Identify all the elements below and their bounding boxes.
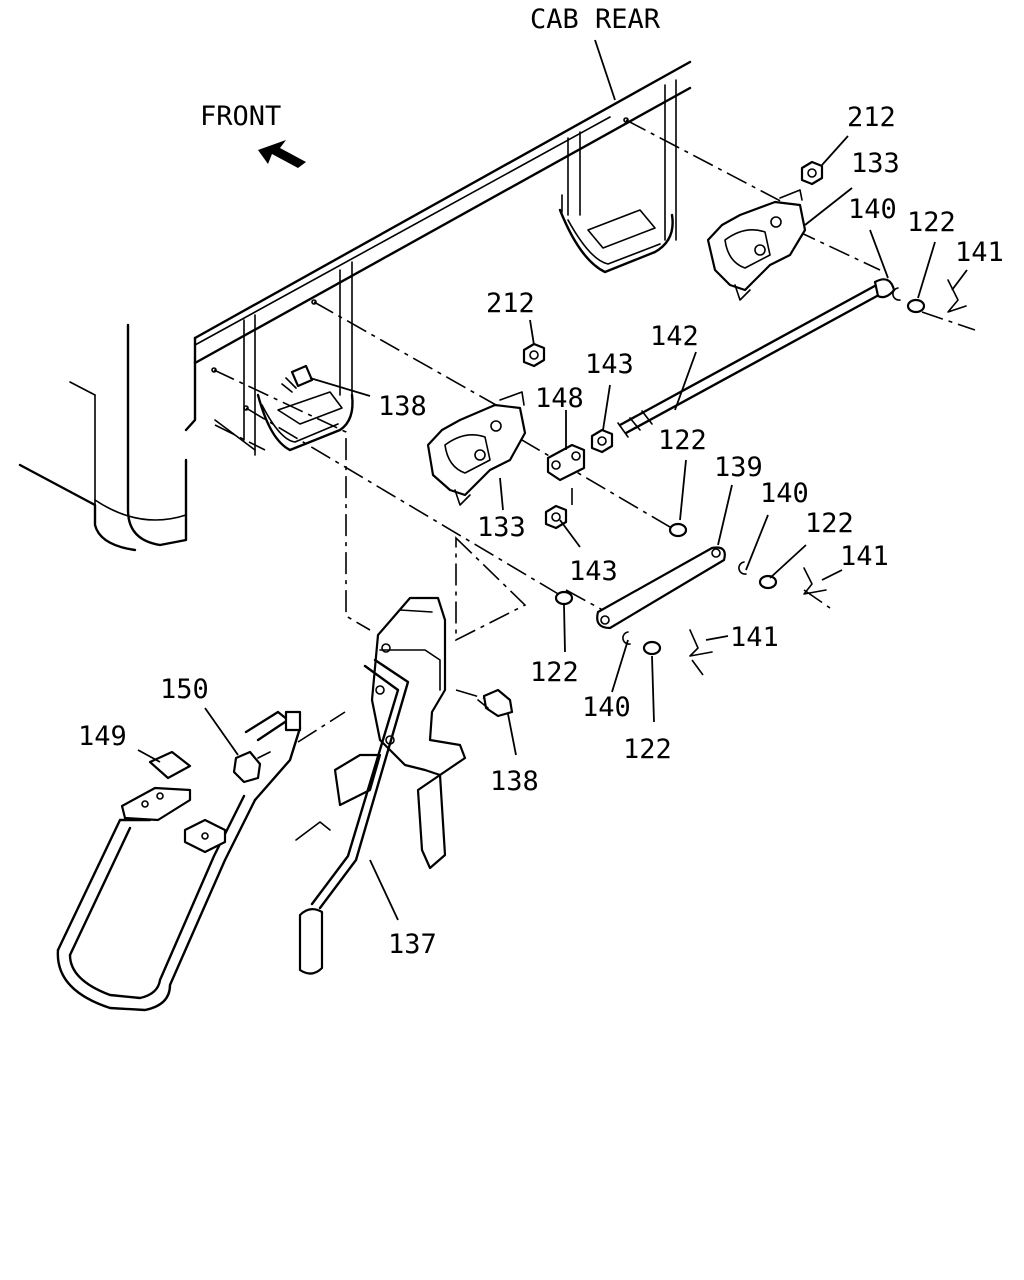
callout-212-lower: 212 [486,288,535,319]
cab-rear-frame [18,60,692,552]
callout-140-upper: 140 [848,194,897,225]
bracket-148 [546,443,586,482]
callout-122-lower-b: 122 [623,734,672,765]
front-label: FRONT [200,101,281,132]
leader-lines [137,39,968,921]
callout-148: 148 [535,383,584,414]
callout-142: 142 [650,321,699,352]
latch-upper [706,189,807,301]
bolt-138-upper [281,364,314,393]
callout-122-lower-a: 122 [530,657,579,688]
rod-142 [617,278,896,438]
link-139 [596,546,726,630]
callout-141-lower: 141 [730,622,779,653]
callout-133-lower: 133 [477,512,526,543]
callout-122-mid-b: 122 [805,508,854,539]
hardware-small-parts [554,279,967,657]
nut-212-upper [800,160,824,186]
bolt-138-lower [477,688,514,718]
callout-122-upper: 122 [907,207,956,238]
callout-149: 149 [78,721,127,752]
callout-137: 137 [388,929,437,960]
cab-rear-label: CAB REAR [530,4,661,35]
callout-212-upper: 212 [847,102,896,133]
handle-149 [56,710,302,1012]
callout-141-mid: 141 [840,541,889,572]
latch-lower [426,391,527,506]
callout-138-upper: 138 [378,391,427,422]
lever-137 [295,596,467,975]
callout-143-upper: 143 [585,349,634,380]
callout-143-lower: 143 [569,556,618,587]
callout-138-lower: 138 [490,766,539,797]
bolt-150 [232,750,271,784]
callout-140-mid: 140 [760,478,809,509]
front-arrow-icon [258,140,306,168]
callout-150: 150 [160,674,209,705]
callout-122-mid-a: 122 [658,425,707,456]
callout-141-upper: 141 [955,237,1004,268]
callout-140-lower: 140 [582,692,631,723]
callout-139: 139 [714,452,763,483]
nut-212-lower [522,342,546,368]
callout-133-upper: 133 [851,148,900,179]
nut-143-upper [590,428,614,454]
